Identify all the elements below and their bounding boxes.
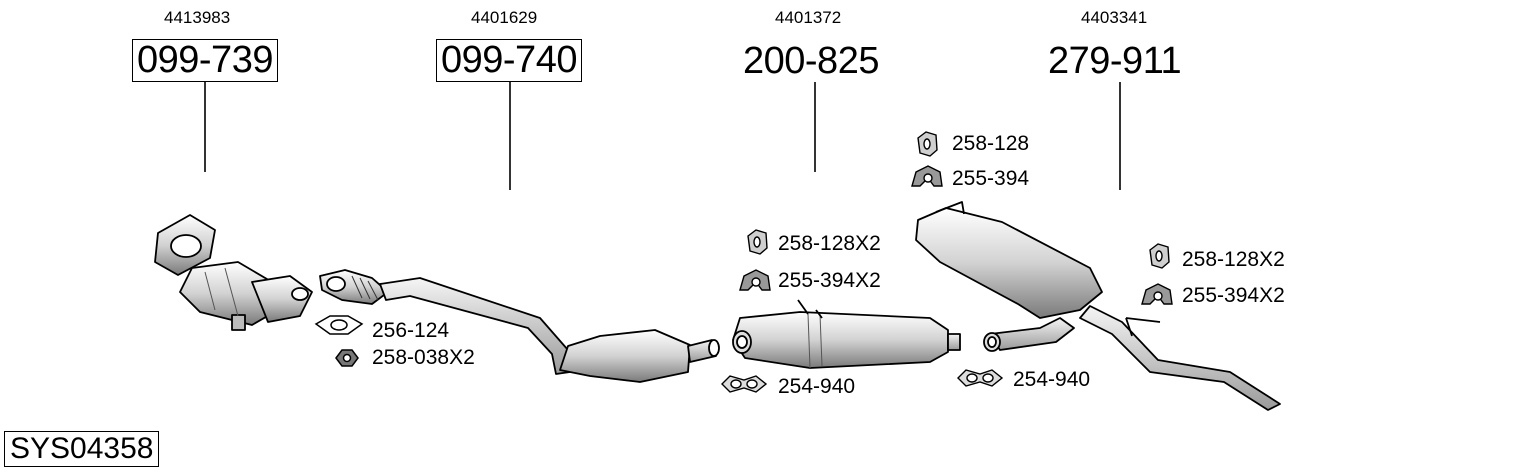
nut-icon (335, 349, 359, 367)
middle-silencer-200-825 (732, 299, 961, 369)
accessory-label: 258-128X2 (1182, 248, 1285, 271)
rubber-hanger-icon (917, 131, 938, 157)
oem-number-4: 4403341 (1081, 8, 1148, 27)
inlet-pipe (989, 317, 1075, 351)
mounting-ring-icon (739, 269, 771, 291)
tail-pipe (1079, 305, 1281, 411)
accessory-label: 255-394 (952, 167, 1030, 190)
part-number-2: 099-740 (436, 39, 582, 82)
middle-pipe-099-740 (319, 269, 720, 383)
accessory-label: 258-128X2 (778, 232, 881, 255)
leader-lines (204, 82, 1121, 190)
accessory-label: 255-394X2 (1182, 284, 1285, 307)
hanger-top (935, 201, 965, 215)
flange-hole (170, 234, 202, 258)
accessory-label: 256-124 (372, 319, 450, 342)
hanger-rear (1125, 317, 1161, 337)
part-number-3: 200-825 (743, 40, 879, 82)
gasket-icon (314, 315, 364, 335)
oem-number-3: 4401372 (775, 8, 842, 27)
hanger-bracket (797, 299, 823, 319)
front-catalyst-099-739 (154, 214, 313, 331)
silencer-body (732, 311, 949, 369)
rubber-hanger-icon (1149, 243, 1170, 269)
accessory-label: 254-940 (1013, 368, 1091, 391)
system-code: SYS04358 (4, 431, 160, 467)
clamp-icon (957, 369, 1004, 387)
pipe-section (379, 277, 571, 375)
rubber-hanger-icon (747, 229, 768, 255)
rear-silencer-279-911 (915, 201, 1281, 411)
converter-body (179, 261, 279, 326)
clamp-icon (721, 375, 768, 393)
oem-number-2: 4401629 (471, 8, 538, 27)
part-number-4: 279-911 (1048, 40, 1182, 82)
mounting-ring-icon (1141, 283, 1173, 305)
oem-number-1: 4413983 (164, 8, 231, 27)
mounting-ring-icon (911, 165, 943, 187)
accessory-label: 254-940 (778, 375, 856, 398)
accessory-label: 255-394X2 (778, 269, 881, 292)
box-body (915, 207, 1103, 319)
bracket (231, 314, 246, 331)
accessory-label: 258-038X2 (372, 346, 475, 369)
part-number-1: 099-739 (132, 39, 278, 82)
accessory-label: 258-128 (952, 132, 1030, 155)
rear-catalyst (559, 329, 691, 383)
